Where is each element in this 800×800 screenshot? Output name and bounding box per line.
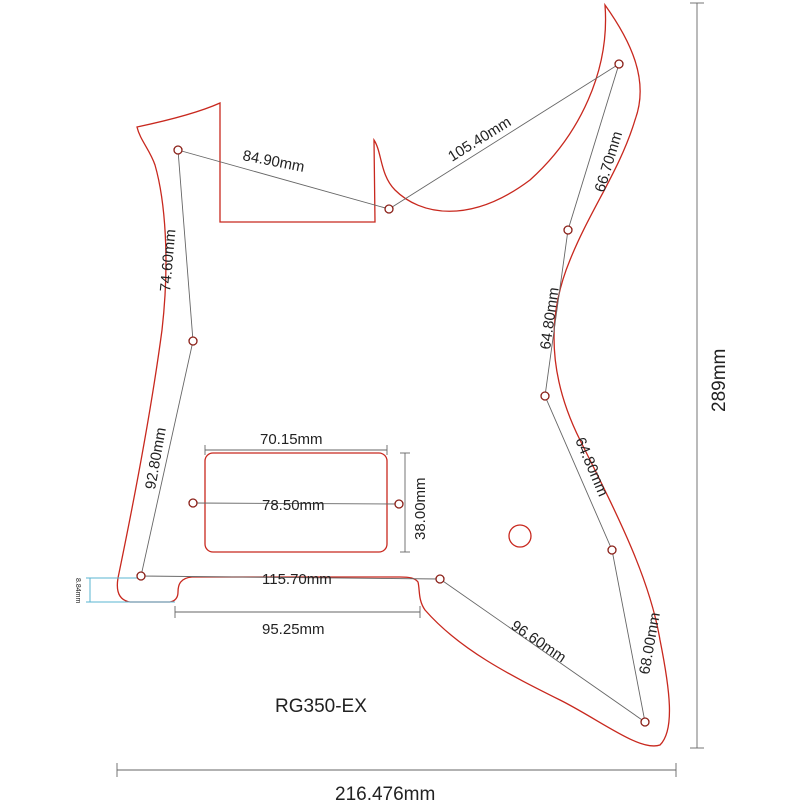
notch-dimension (86, 577, 175, 603)
dim-95-25: 95.25mm (262, 621, 325, 638)
model-title: RG350-EX (275, 696, 367, 717)
dim-216: 216.476mm (335, 784, 435, 800)
dim-105-40: 105.40mm (445, 113, 514, 165)
screw-holes (136, 59, 650, 727)
dim-78-50: 78.50mm (262, 497, 325, 514)
dim-84-90: 84.90mm (241, 147, 306, 176)
dim-64-80-a: 64.80mm (537, 286, 563, 350)
pickguard-outline (116, 2, 671, 747)
dim-66-70: 66.70mm (592, 129, 627, 194)
dim-96-60: 96.60mm (508, 617, 569, 666)
control-hole (508, 524, 532, 548)
dim-68-00: 68.00mm (636, 611, 664, 676)
dim-70-15: 70.15mm (260, 431, 323, 448)
dimension-lines (116, 2, 704, 777)
dim-38-00: 38.00mm (412, 477, 429, 540)
pickup-cavity (204, 452, 388, 553)
dim-115-70: 115.70mm (262, 571, 332, 588)
dim-74-60: 74.60mm (157, 229, 179, 293)
dim-8-84: 8.84mm (74, 578, 81, 603)
dim-92-80: 92.80mm (142, 426, 170, 491)
dim-64-80-b: 64.80mm (571, 435, 611, 499)
dim-289: 289mm (709, 349, 730, 412)
